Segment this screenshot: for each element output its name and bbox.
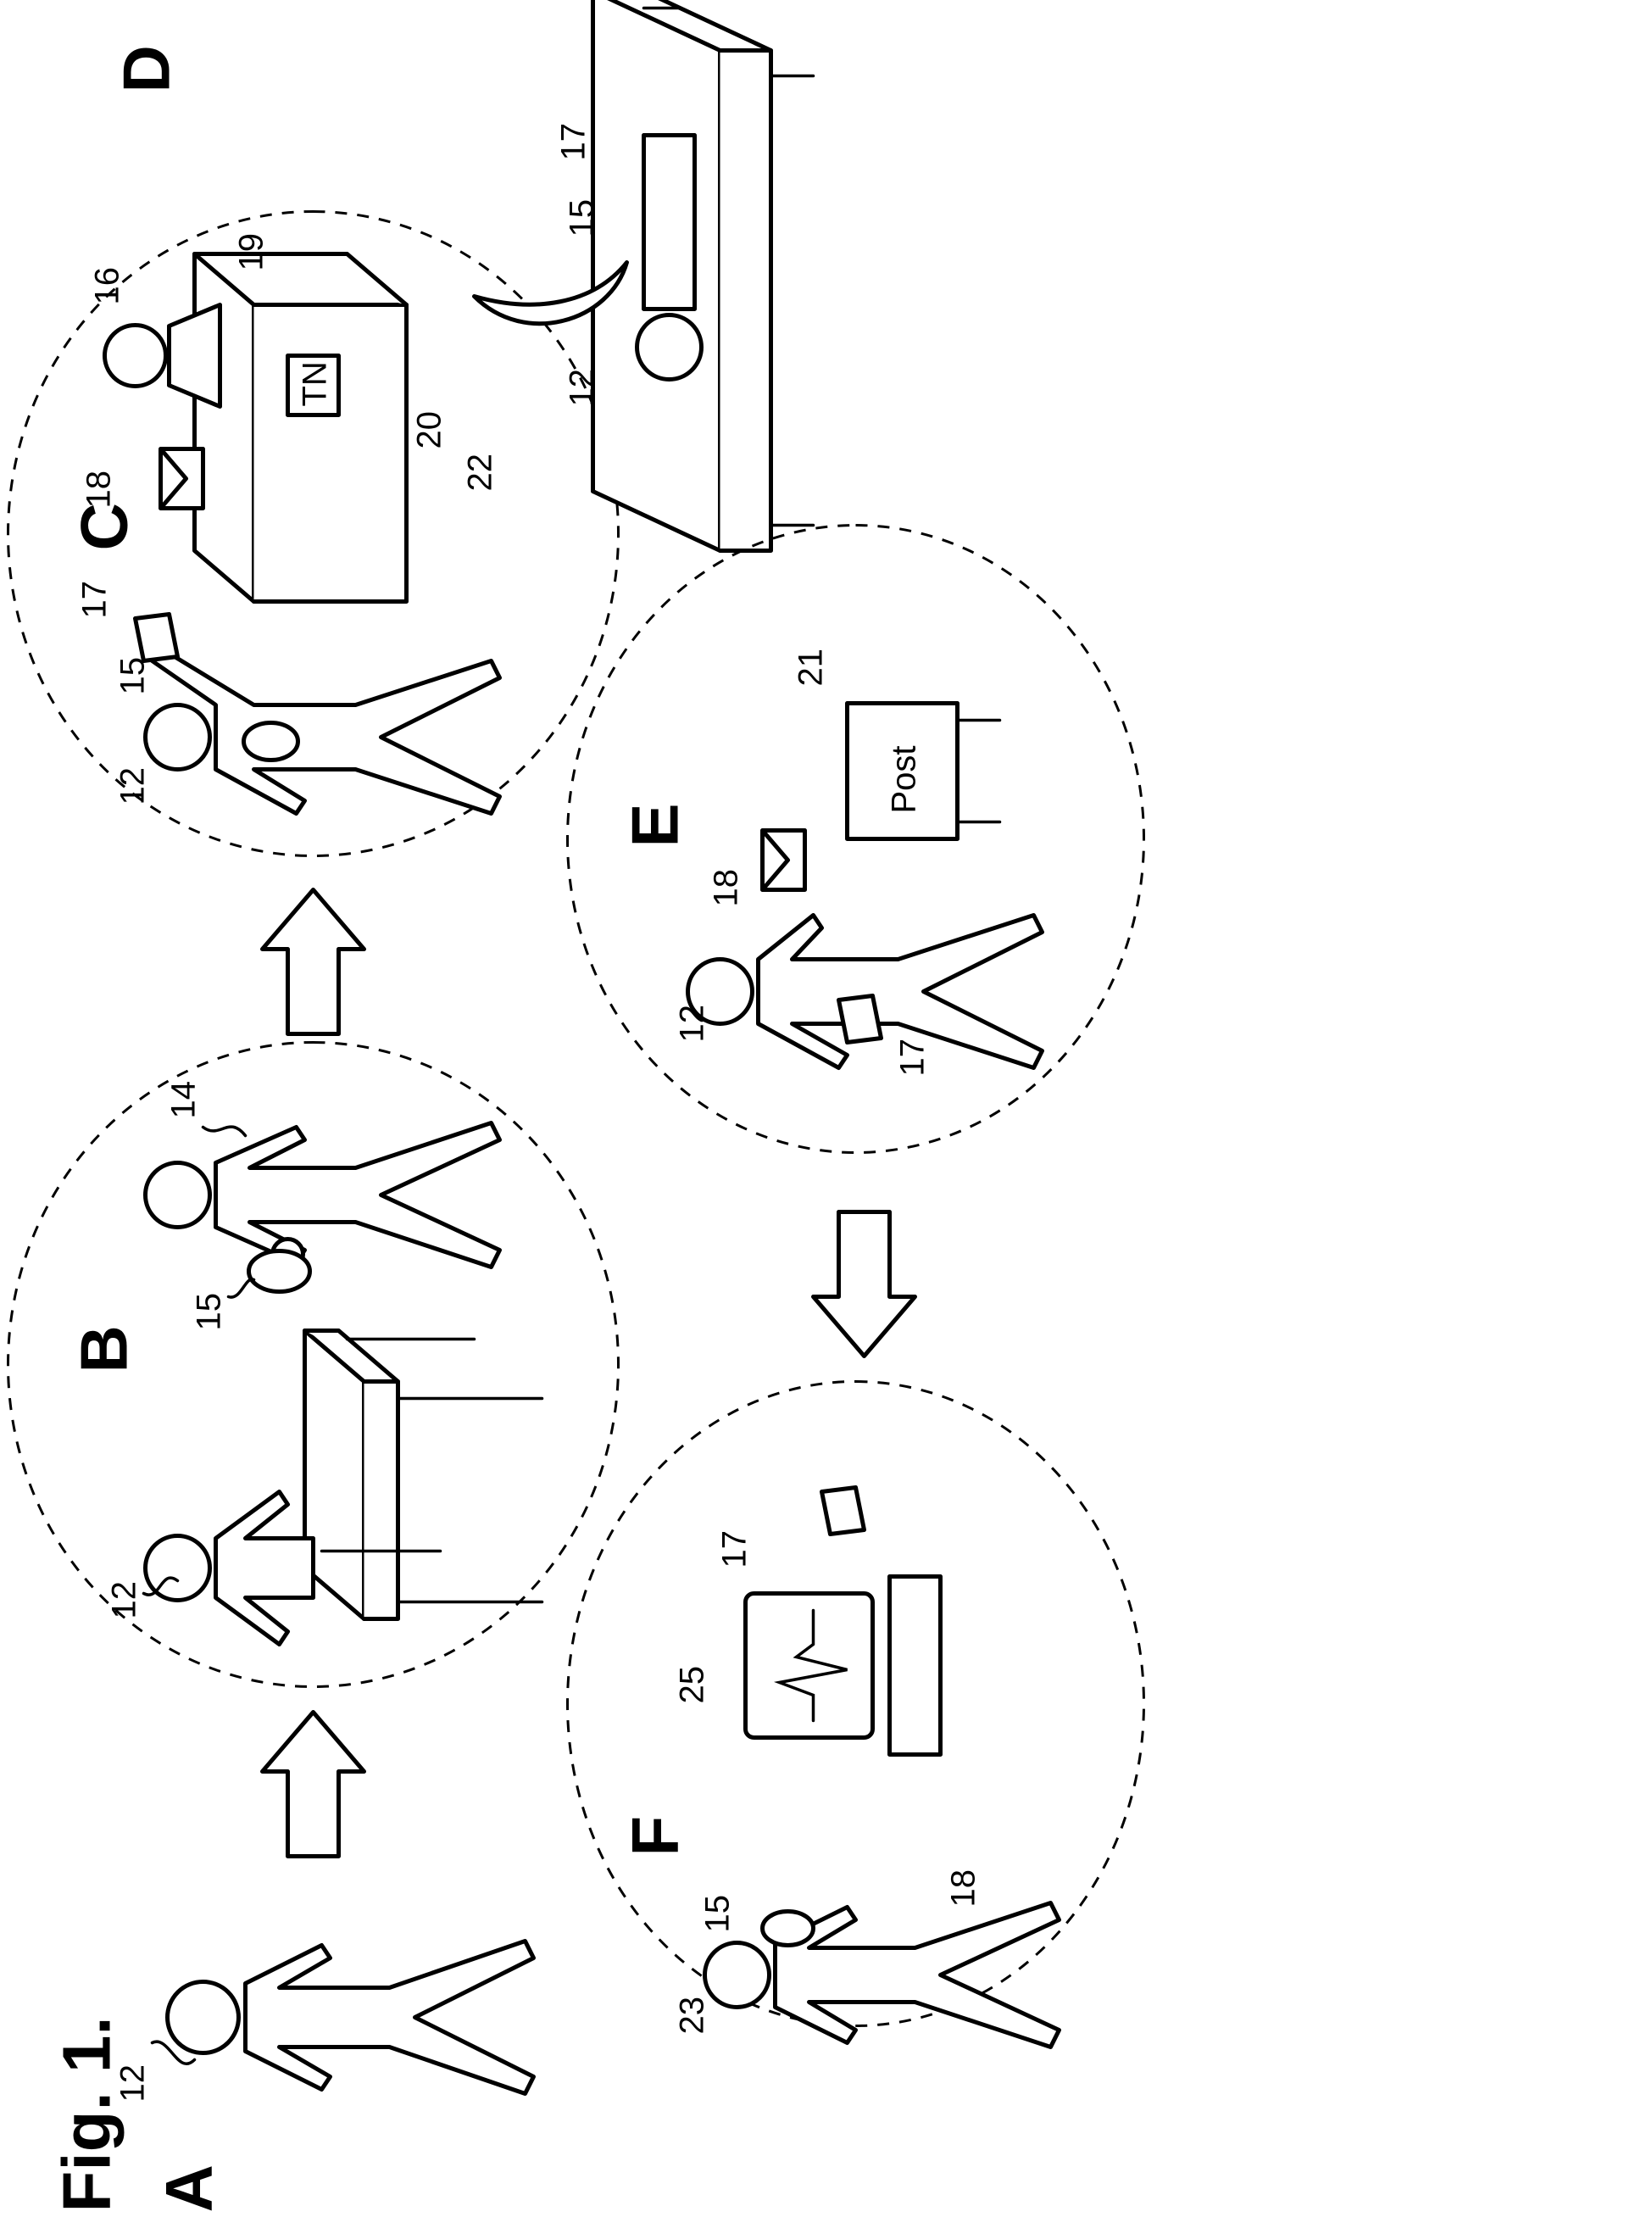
person-12-lying bbox=[637, 136, 702, 380]
ref-17-c: 17 bbox=[76, 581, 114, 619]
ref-25: 25 bbox=[674, 1666, 711, 1704]
figure-title: Fig. 1. bbox=[49, 2016, 125, 2212]
ref-23: 23 bbox=[674, 1997, 711, 2035]
ref-15-d: 15 bbox=[564, 199, 601, 237]
person-16-clerk bbox=[105, 305, 220, 407]
ref-12-e: 12 bbox=[674, 1005, 711, 1043]
panel-d-letter: D bbox=[109, 45, 184, 92]
person-12-posting bbox=[688, 916, 1043, 1068]
leader-line bbox=[203, 1127, 246, 1135]
computer-25 bbox=[746, 1577, 941, 1755]
panel-e: E 12 18 Post 21 17 bbox=[568, 526, 1144, 1153]
post-box-text: Post bbox=[886, 745, 923, 813]
ref-17-e: 17 bbox=[894, 1039, 932, 1077]
panel-f: F 23 15 18 25 17 bbox=[568, 1382, 1144, 2047]
ref-18-c: 18 bbox=[81, 471, 118, 509]
desk bbox=[305, 1331, 542, 1619]
tag-text: TN bbox=[297, 361, 334, 406]
panel-f-letter: F bbox=[618, 1816, 693, 1857]
bed bbox=[593, 0, 814, 551]
ref-12-a: 12 bbox=[114, 2064, 152, 2103]
arrow-e-to-f bbox=[814, 1212, 915, 1356]
post-box-21 bbox=[848, 704, 1000, 839]
ref-15-f: 15 bbox=[699, 1895, 737, 1933]
person-14-doctor bbox=[146, 1123, 500, 1270]
ref-17-d: 17 bbox=[555, 123, 592, 161]
panel-b-letter: B bbox=[67, 1325, 142, 1373]
panel-b: B 12 14 15 bbox=[8, 1043, 619, 1687]
counter-19 bbox=[195, 254, 407, 602]
ref-18-f: 18 bbox=[945, 1869, 982, 1908]
ref-17-f: 17 bbox=[716, 1530, 754, 1568]
person-12-standing bbox=[168, 1941, 534, 2094]
book-17-f bbox=[822, 1488, 865, 1535]
person-12-at-counter bbox=[146, 649, 500, 814]
person-12-seated bbox=[146, 1492, 314, 1645]
ref-12-d: 12 bbox=[564, 369, 601, 407]
ref-16: 16 bbox=[89, 267, 126, 305]
envelope-18 bbox=[161, 449, 203, 509]
ref-12-c: 12 bbox=[114, 767, 152, 805]
envelope-18-e bbox=[763, 831, 805, 890]
panel-c-letter: C bbox=[67, 503, 142, 550]
ref-19: 19 bbox=[233, 233, 270, 271]
panel-a: A 12 bbox=[114, 1941, 534, 2213]
ref-12-b: 12 bbox=[106, 1581, 143, 1619]
ref-15-b: 15 bbox=[191, 1293, 228, 1331]
leader-line bbox=[229, 1279, 254, 1297]
book-17-e bbox=[839, 996, 882, 1043]
arrow-a-to-b bbox=[263, 1713, 364, 1857]
arrow-b-to-c bbox=[263, 890, 364, 1034]
device-15 bbox=[249, 1251, 310, 1292]
panel-e-letter: E bbox=[618, 803, 693, 847]
ref-20: 20 bbox=[411, 411, 448, 449]
book-17 bbox=[136, 615, 178, 661]
panel-a-letter: A bbox=[152, 2164, 226, 2212]
ref-21: 21 bbox=[793, 649, 830, 687]
ref-18-e: 18 bbox=[708, 869, 745, 907]
ref-22: 22 bbox=[462, 454, 499, 492]
ref-14: 14 bbox=[165, 1081, 203, 1119]
